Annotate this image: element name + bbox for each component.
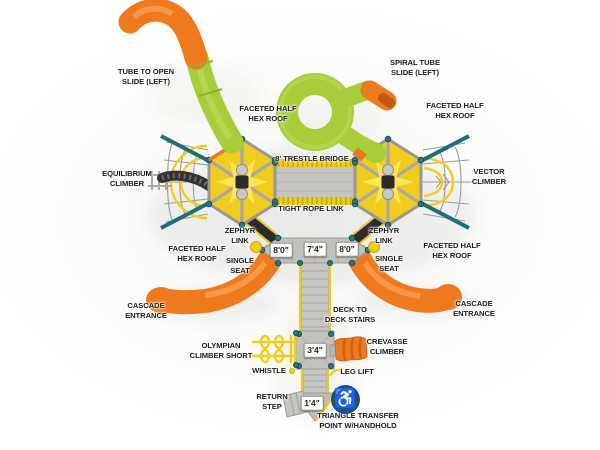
- bridge-posts: [272, 160, 358, 204]
- single-seat-right-structure: [368, 241, 380, 253]
- olympian-climber-structure: [252, 334, 297, 364]
- deck-height-badge-right: 8'0": [335, 241, 359, 257]
- deck-height-badge-bottom: 1'4": [300, 395, 324, 411]
- whistle-structure: [288, 367, 295, 374]
- single-seat-left-structure: [250, 241, 262, 253]
- vector-climber-structure: [420, 134, 472, 230]
- spiral-tube-slide-structure: [276, 73, 397, 163]
- trestle-bridge: [273, 159, 357, 205]
- olympian-post-bottom: [292, 361, 299, 368]
- leg-lift-structure: [329, 369, 344, 377]
- crevasse-climber-structure: [329, 336, 368, 362]
- deck-height-badge-left: 8'0": [269, 242, 293, 258]
- deck-to-deck-stairs-structure: [298, 262, 332, 332]
- deck-posts: [258, 234, 372, 267]
- tube-to-open-slide-structure: [118, 0, 244, 154]
- deck-height-badge-lower: 3'4": [303, 342, 327, 358]
- deck-height-badge-center: 7'4": [303, 241, 327, 257]
- accessibility-icon: ♿: [331, 385, 360, 414]
- wheelchair-glyph: ♿: [333, 389, 358, 410]
- equilibrium-climber-structure: [148, 134, 221, 230]
- olympian-post-top: [292, 329, 299, 336]
- lower-stairs: [300, 368, 330, 394]
